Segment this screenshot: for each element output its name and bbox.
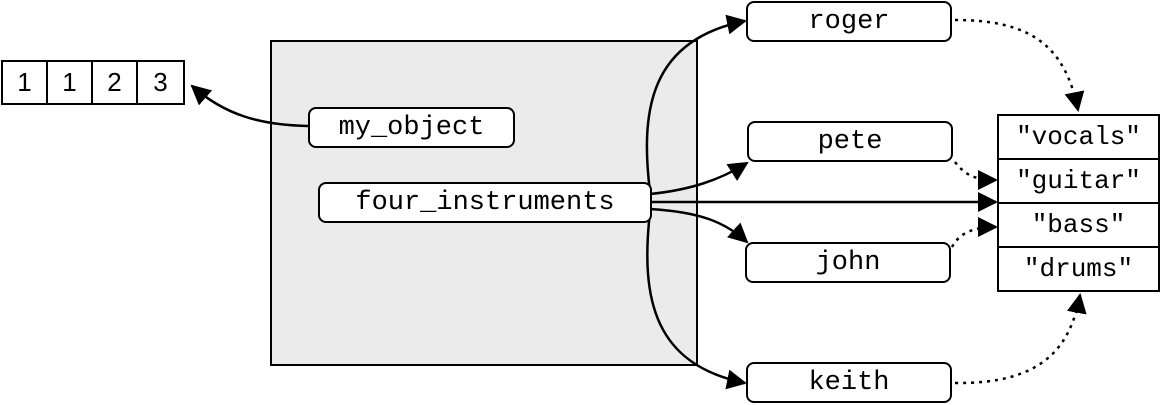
dotted-arrow-keith-to-drums xyxy=(954,293,1087,385)
arrow-my-object-to-vector xyxy=(190,84,309,128)
name-box-my-object: my_object xyxy=(308,107,515,148)
string-cell: "bass" xyxy=(999,204,1158,248)
string-cell: "guitar" xyxy=(999,160,1158,204)
vector-cell: 1 xyxy=(3,62,48,103)
arrow-four-instruments-to-john xyxy=(649,207,749,244)
name-box-keith: keith xyxy=(746,362,952,403)
vector-cell: 1 xyxy=(48,62,93,103)
arrow-four-instruments-to-keith xyxy=(646,211,747,390)
name-box-pete: pete xyxy=(747,121,953,162)
numeric-vector: 1 1 2 3 xyxy=(1,60,185,105)
string-vector: "vocals" "guitar" "bass" "drums" xyxy=(997,114,1160,292)
name-box-four-instruments: four_instruments xyxy=(318,182,652,223)
dotted-arrow-roger-to-vocals xyxy=(954,18,1085,112)
dotted-arrow-pete-to-guitar xyxy=(954,161,998,190)
dotted-arrow-john-to-bass xyxy=(950,217,998,248)
arrow-four-instruments-to-pete xyxy=(649,161,749,196)
string-cell: "vocals" xyxy=(999,116,1158,160)
name-box-roger: roger xyxy=(746,1,952,42)
vector-cell: 2 xyxy=(93,62,138,103)
vector-cell: 3 xyxy=(153,67,168,97)
string-cell: "drums" xyxy=(1023,254,1134,284)
arrow-four-instruments-to-roger xyxy=(645,14,747,193)
name-box-john: john xyxy=(745,242,951,283)
